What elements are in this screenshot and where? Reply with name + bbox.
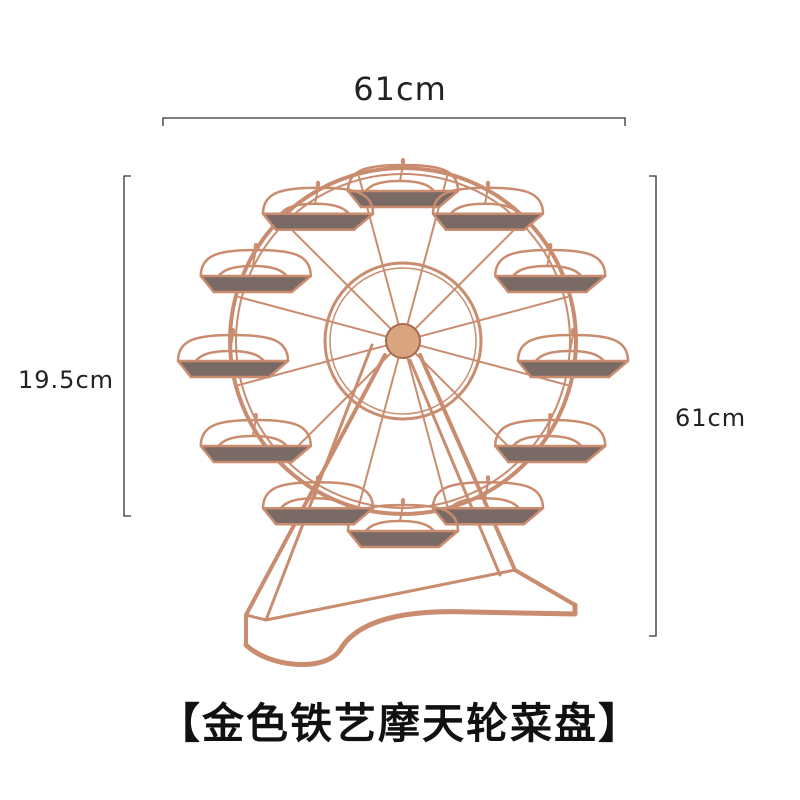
basket-connector [399,164,404,182]
basket-tray [493,274,607,294]
basket-connector [229,334,234,352]
basket-connector [314,481,319,500]
wheel-height-dimension-line [123,175,131,517]
basket-hook [315,180,321,189]
basket-tray [431,212,545,232]
spoke [281,219,392,330]
spoke [358,357,400,507]
basket-connector [546,249,552,267]
basket-hook [230,328,236,336]
spoke [414,219,525,330]
spoke [237,296,387,338]
basket [493,413,607,464]
basket-connector [251,419,257,437]
wheel-hub [385,323,421,359]
basket [176,328,290,379]
basket-hook [315,475,321,484]
ferris-wheel-baskets [176,158,630,549]
basket-hook [400,158,406,166]
basket-tray [346,529,460,549]
basket-connector [569,334,574,352]
stand-base-back [244,568,517,622]
basket-hook [548,413,553,421]
basket [431,475,545,526]
basket-tray [493,444,607,464]
basket-connector [251,249,257,267]
spoke [414,352,525,463]
basket [346,498,460,549]
spoke [419,344,569,386]
basket-tray [261,212,375,232]
basket-hook [485,180,491,189]
stand-base-front [243,602,578,668]
basket-connector [484,186,489,205]
basket-connector [484,481,489,500]
stand-leg-right-inner [408,358,502,577]
basket-connector [399,504,404,522]
basket-tray [199,444,313,464]
basket-tray [346,189,460,209]
spoke [281,352,392,463]
total-height-dimension-line [649,175,657,637]
product-caption: 【金色铁艺摩天轮菜盘】 [157,699,642,748]
basket [346,158,460,209]
basket-hook [253,243,258,251]
dimension-lines [123,117,657,637]
basket [199,413,313,464]
basket-connector [314,186,319,205]
width-dimension-line [162,117,626,126]
basket-hook [570,328,576,336]
spoke [237,344,387,386]
basket-hook [253,413,258,421]
total-height-dimension-label: 61cm [675,404,747,432]
basket [261,180,375,232]
basket-tray [431,506,545,526]
basket-tray [261,506,375,526]
spoke [419,296,569,338]
basket-hook [400,498,406,506]
basket [516,328,630,379]
inner-ring-inner [329,267,477,415]
basket [261,475,375,526]
basket-hook [548,243,553,251]
basket [493,243,607,294]
spoke [406,357,448,507]
inner-ring [323,261,483,421]
ferris-wheel-frame [228,166,578,668]
basket-tray [199,274,313,294]
basket [199,243,313,294]
basket [431,180,545,232]
wheel-height-dimension-label: 19.5cm [18,366,115,394]
basket-tray [516,359,630,379]
basket-hook [485,475,491,484]
width-dimension-label: 61cm [353,70,447,108]
basket-connector [546,419,552,437]
basket-tray [176,359,290,379]
